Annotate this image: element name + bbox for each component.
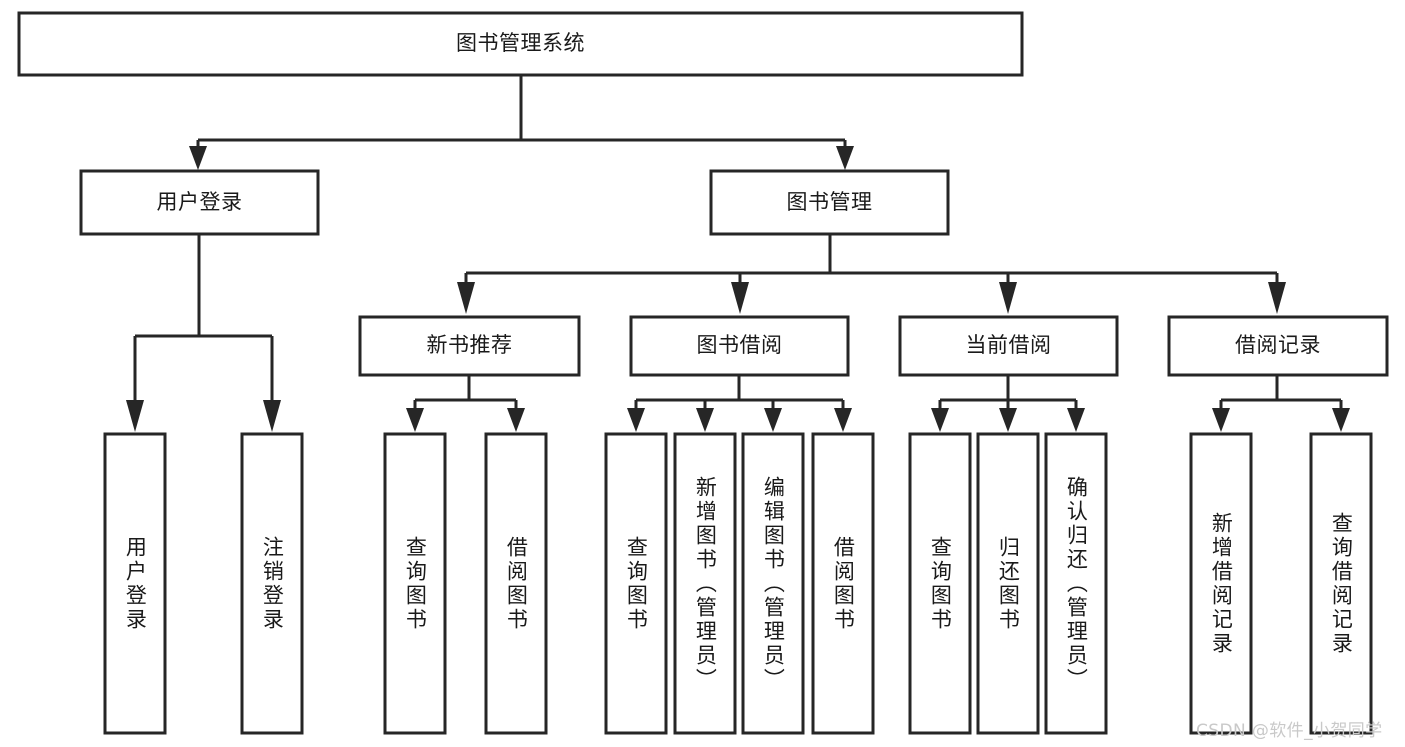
label-leaf-query-record: 查询借阅记录 bbox=[1329, 511, 1354, 656]
node-box-leaf-user-login[interactable] bbox=[103, 432, 167, 735]
node-box-leaf-query-book-2[interactable] bbox=[604, 432, 668, 735]
node-box-leaf-borrow-book-2[interactable] bbox=[811, 432, 875, 735]
label-leaf-borrow-book-2: 借阅图书 bbox=[831, 535, 856, 632]
node-box-leaf-add-record[interactable] bbox=[1189, 432, 1253, 735]
label-current-borrow: 当前借阅 bbox=[965, 333, 1052, 358]
edge-root-to-level2 bbox=[189, 75, 854, 170]
node-box-leaf-query-book-1[interactable] bbox=[383, 432, 447, 735]
label-leaf-confirm-return: 确认归还（管理员） bbox=[1064, 475, 1089, 692]
edge-newbook-to-leaves bbox=[406, 375, 525, 432]
node-box-borrow-record[interactable] bbox=[1167, 315, 1389, 377]
label-leaf-return-book: 归还图书 bbox=[996, 535, 1021, 632]
node-box-leaf-return-book[interactable] bbox=[976, 432, 1040, 735]
label-leaf-query-book-3: 查询图书 bbox=[928, 535, 953, 632]
node-box-book-borrow[interactable] bbox=[629, 315, 850, 377]
label-leaf-user-login: 用户登录 bbox=[123, 535, 148, 632]
edge-borrowrecord-to-leaves bbox=[1212, 375, 1350, 432]
label-borrow-record: 借阅记录 bbox=[1235, 333, 1321, 358]
node-box-book-manage[interactable] bbox=[709, 169, 950, 236]
csdn-watermark: CSDN @软件_小贺同学 bbox=[1196, 721, 1383, 741]
label-user-login: 用户登录 bbox=[156, 189, 243, 214]
label-book-manage: 图书管理 bbox=[786, 189, 873, 214]
node-box-new-book-recommend[interactable] bbox=[358, 315, 581, 377]
node-box-current-borrow[interactable] bbox=[898, 315, 1119, 377]
edge-userlogin-to-leaves bbox=[126, 234, 281, 432]
label-leaf-edit-book: 编辑图书（管理员） bbox=[761, 475, 786, 692]
label-leaf-logout: 注销登录 bbox=[260, 535, 285, 632]
label-leaf-add-book: 新增图书（管理员） bbox=[693, 475, 718, 692]
node-box-leaf-query-record[interactable] bbox=[1309, 432, 1373, 735]
label-leaf-add-record: 新增借阅记录 bbox=[1209, 511, 1234, 656]
edge-currentborrow-to-leaves bbox=[931, 375, 1085, 432]
edge-bookborrow-to-leaves bbox=[627, 375, 852, 432]
node-box-leaf-query-book-3[interactable] bbox=[908, 432, 972, 735]
label-leaf-query-book-1: 查询图书 bbox=[403, 535, 428, 632]
label-root: 图书管理系统 bbox=[456, 31, 585, 56]
node-box-leaf-confirm-return[interactable] bbox=[1044, 432, 1108, 735]
label-new-book-recommend: 新书推荐 bbox=[426, 333, 513, 358]
node-box-leaf-edit-book[interactable] bbox=[741, 432, 805, 735]
node-box-leaf-borrow-book-1[interactable] bbox=[484, 432, 548, 735]
label-leaf-query-book-2: 查询图书 bbox=[624, 535, 649, 632]
edge-bookmanage-to-level3 bbox=[457, 234, 1286, 314]
node-box-root[interactable] bbox=[17, 11, 1024, 77]
node-box-leaf-logout[interactable] bbox=[240, 432, 304, 735]
label-book-borrow: 图书借阅 bbox=[696, 333, 783, 358]
node-box-leaf-add-book[interactable] bbox=[673, 432, 737, 735]
node-box-user-login[interactable] bbox=[79, 169, 320, 236]
label-leaf-borrow-book-1: 借阅图书 bbox=[504, 535, 529, 632]
